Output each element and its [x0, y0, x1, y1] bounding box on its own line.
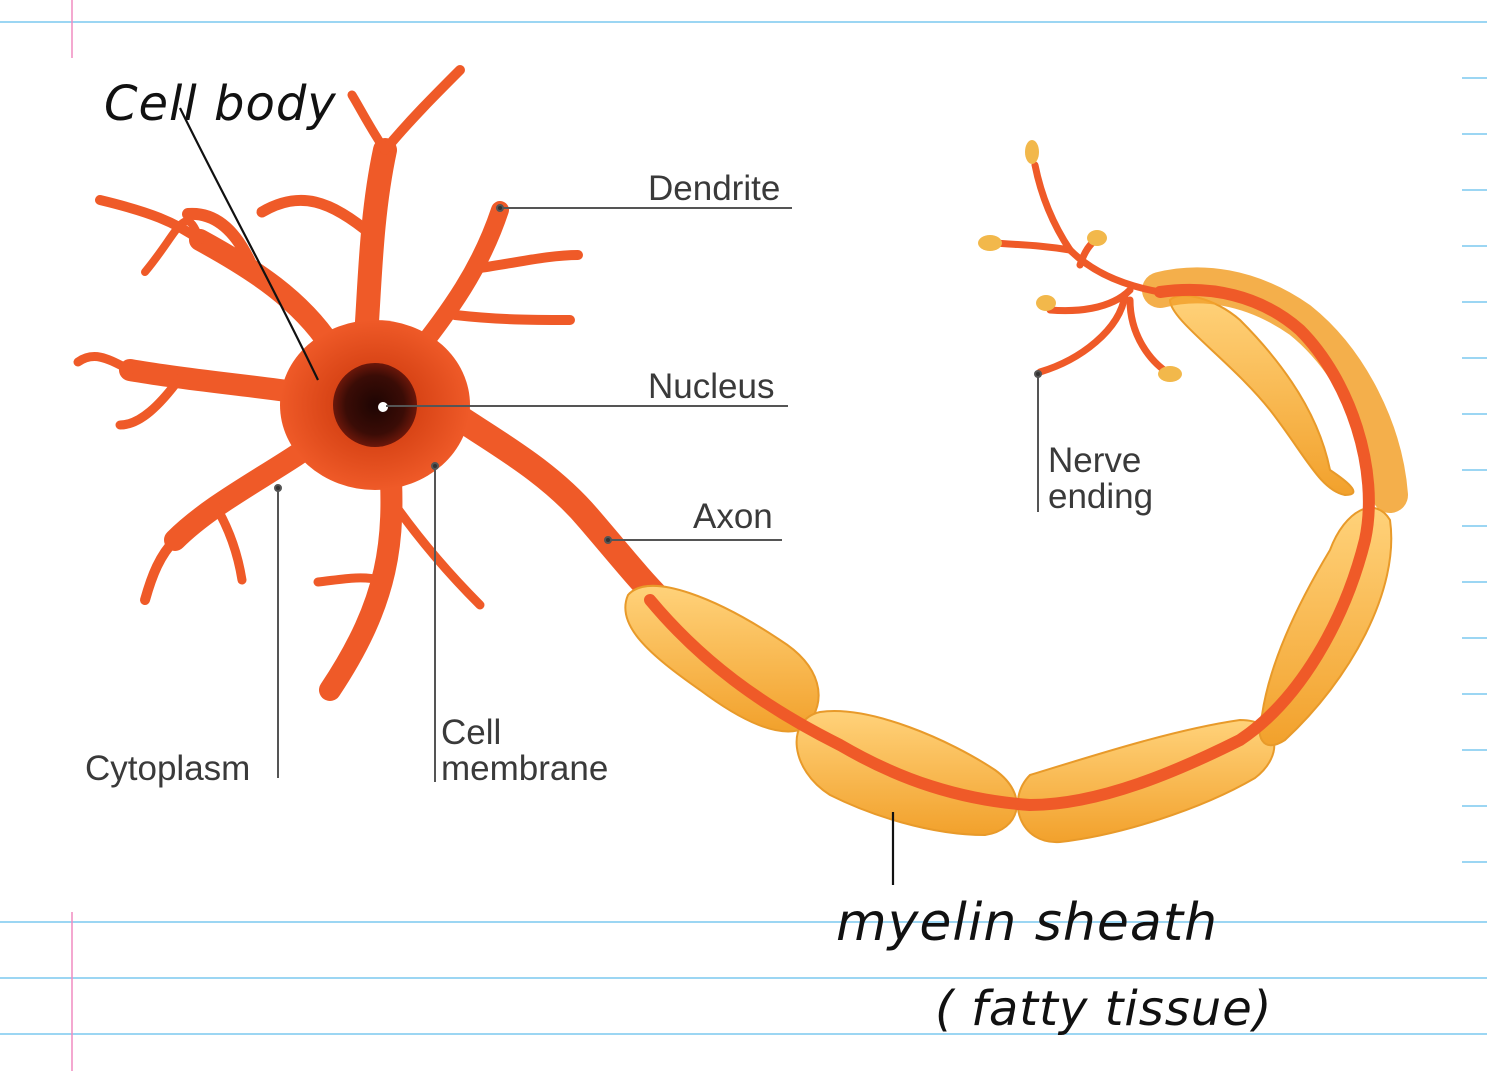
dendrites — [73, 65, 583, 701]
neuron-illustration — [73, 65, 1408, 844]
label-nerve-ending-line1: Nerve — [1048, 441, 1141, 480]
handwritten-leaders — [179, 107, 895, 885]
nucleus — [333, 363, 417, 447]
label-axon: Axon — [693, 497, 773, 536]
leader-lines — [274, 204, 1042, 782]
handwritten-cell-body: Cell body — [104, 76, 337, 132]
label-cytoplasm: Cytoplasm — [85, 749, 250, 788]
label-nucleus: Nucleus — [648, 367, 774, 406]
axon-core — [644, 283, 1375, 812]
label-cell-membrane-line2: membrane — [441, 749, 608, 788]
label-nerve-ending-line2: ending — [1048, 477, 1153, 516]
handwritten-myelin-sheath: myelin sheath — [836, 893, 1218, 953]
label-cell-membrane-line1: Cell — [441, 713, 501, 752]
nerve-ending — [978, 140, 1182, 382]
label-dendrite: Dendrite — [648, 169, 780, 208]
handwritten-fatty-tissue: ( fatty tissue) — [935, 981, 1272, 1037]
